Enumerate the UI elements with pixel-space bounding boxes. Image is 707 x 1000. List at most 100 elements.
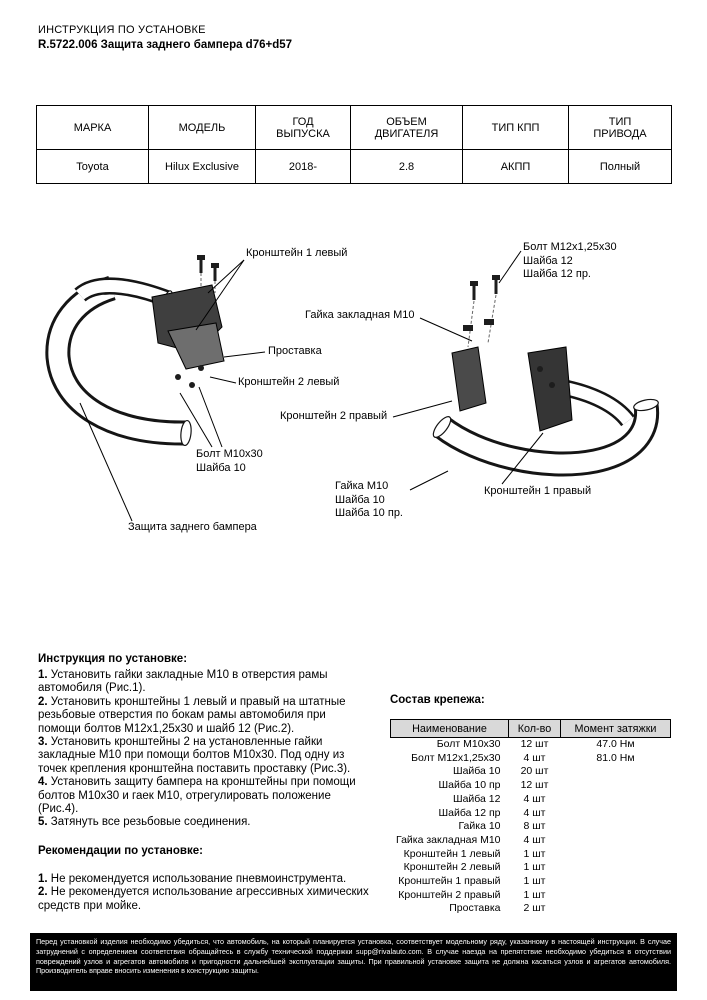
fastener-torque (561, 807, 671, 821)
diagram-label-bolt-m12-group: Болт М12х1,25х30 Шайба 12 Шайба 12 пр. (523, 241, 617, 280)
fastener-qty: 20 шт (520, 765, 549, 778)
spec-header-drive: ТИП ПРИВОДА (568, 105, 672, 150)
step-number: 5. (38, 816, 48, 829)
recommendation-1: 1. Не рекомендуется использование пневмо… (38, 873, 370, 886)
fasteners-header-name: Наименование (390, 719, 509, 738)
instructions-title: Инструкция по установке: (38, 653, 188, 665)
table-row: Кронштейн 2 левый 1 шт (391, 861, 671, 875)
right-assembly-drawing (432, 275, 660, 477)
recommendation-2: 2. Не рекомендуется использование агресс… (38, 886, 370, 913)
left-assembly-drawing (45, 255, 225, 447)
fastener-torque (561, 875, 671, 889)
fastener-torque (561, 779, 671, 793)
fastener-qty: 4 шт (523, 806, 546, 819)
step-number: 4. (38, 776, 48, 789)
spec-header-row: МАРКА МОДЕЛЬ ГОД ВЫПУСКА ОБЪЕМ ДВИГАТЕЛЯ… (36, 105, 672, 150)
fastener-torque (561, 848, 671, 862)
fastener-qty: 12 шт (520, 738, 549, 750)
fastener-torque (561, 765, 671, 779)
fastener-name: Болт М10х30 (436, 738, 501, 750)
fastener-qty: 4 шт (523, 751, 546, 764)
step-number: 2. (38, 695, 48, 708)
step-number: 1. (38, 669, 48, 681)
fastener-torque (561, 820, 671, 834)
fastener-torque: 47.0 Нм (596, 738, 635, 750)
spec-header-year: ГОД ВЫПУСКА (255, 105, 351, 150)
fastener-torque (561, 861, 671, 875)
diagram-label-nut-m10-group: Гайка М10 Шайба 10 Шайба 10 пр. (335, 480, 403, 519)
diagram-label-bracket-2-right: Кронштейн 2 правый (280, 410, 388, 422)
fastener-qty: 1 шт (523, 875, 546, 888)
assembly-drawing (45, 250, 660, 522)
fastener-torque (561, 834, 671, 848)
document-title: ИНСТРУКЦИЯ ПО УСТАНОВКЕ (38, 24, 206, 36)
fastener-name: Кронштейн 1 правый (398, 875, 501, 888)
instruction-step-4: 4. Установить защиту бампера на кронштей… (38, 776, 370, 816)
fastener-name: Шайба 10 (452, 765, 501, 778)
fastener-qty: 1 шт (523, 861, 546, 874)
spec-header-gearbox: ТИП КПП (462, 105, 569, 150)
rec-text: Не рекомендуется использование пневмоинс… (50, 872, 347, 885)
spec-value-engine: 2.8 (350, 149, 463, 184)
fastener-name: Шайба 12 пр (438, 806, 501, 819)
fasteners-table: Наименование Кол-во Момент затяжки Болт … (390, 719, 671, 916)
instructions-section: Инструкция по установке: 1. Установить г… (38, 653, 370, 913)
fastener-qty: 4 шт (523, 833, 546, 846)
step-text: Установить кронштейны 2 на установленные… (38, 736, 351, 775)
table-row: Шайба 12 пр 4 шт (391, 807, 671, 821)
table-row: Шайба 10 20 шт (391, 765, 671, 779)
recommendations-title: Рекомендации по установке: (38, 844, 203, 857)
spec-value-drive: Полный (568, 149, 672, 184)
instruction-step-5: 5. Затянуть все резьбовые соединения. (38, 816, 370, 829)
table-row: Болт М10х30 12 шт 47.0 Нм (391, 738, 671, 752)
step-text: Затянуть все резьбовые соединения. (50, 816, 251, 829)
recommendations-section: Рекомендации по установке: 1. Не рекомен… (38, 845, 370, 913)
rec-number: 1. (38, 872, 48, 885)
fastener-name: Кронштейн 2 правый (398, 888, 501, 901)
diagram-label-guard: Защита заднего бампера (128, 521, 257, 533)
fastener-name: Гайка 10 (458, 820, 501, 833)
spec-header-marka: МАРКА (36, 105, 149, 150)
step-number: 3. (38, 736, 48, 749)
fastener-name: Болт М12х1,25х30 (411, 751, 501, 764)
vehicle-spec-table: МАРКА МОДЕЛЬ ГОД ВЫПУСКА ОБЪЕМ ДВИГАТЕЛЯ… (36, 105, 672, 184)
spec-value-gearbox: АКПП (462, 149, 569, 184)
diagram-label-spacer: Проставка (268, 345, 322, 357)
instruction-step-1: 1. Установить гайки закладные М10 в отве… (38, 669, 370, 696)
fastener-name: Гайка закладная М10 (395, 833, 501, 846)
fasteners-title: Состав крепежа: (390, 694, 485, 706)
table-row: Гайка закладная М10 4 шт (391, 834, 671, 848)
table-row: Болт М12х1,25х30 4 шт 81.0 Нм (391, 752, 671, 766)
spec-header-model: МОДЕЛЬ (148, 105, 256, 150)
fastener-torque (561, 889, 671, 903)
fastener-torque (561, 793, 671, 807)
fastener-torque: 81.0 Нм (596, 751, 635, 764)
spec-value-year: 2018- (255, 149, 351, 184)
fastener-qty: 4 шт (523, 792, 546, 805)
fasteners-header-qty: Кол-во (508, 719, 561, 738)
diagram-label-bracket-1-left: Кронштейн 1 левый (246, 247, 348, 259)
footer-disclaimer: Перед установкой изделия необходимо убед… (30, 933, 677, 991)
callout-lines (79, 250, 544, 522)
fastener-name: Кронштейн 2 левый (403, 861, 501, 874)
fastener-name: Шайба 12 (452, 792, 501, 805)
fastener-qty: 12 шт (520, 779, 549, 792)
step-text: Установить защиту бампера на кронштейны … (38, 776, 356, 816)
fastener-torque (561, 902, 671, 916)
spec-data-row: Toyota Hilux Exclusive 2018- 2.8 АКПП По… (36, 149, 672, 184)
spec-header-engine: ОБЪЕМ ДВИГАТЕЛЯ (350, 105, 463, 150)
instruction-step-2: 2. Установить кронштейны 1 левый и правы… (38, 696, 370, 736)
spec-value-model: Hilux Exclusive (148, 149, 256, 184)
table-row: Кронштейн 1 правый 1 шт (391, 875, 671, 889)
diagram-label-nut-insert-m10: Гайка закладная М10 (305, 309, 415, 321)
diagram-label-bracket-2-left: Кронштейн 2 левый (238, 376, 340, 388)
step-text: Установить гайки закладные М10 в отверст… (38, 669, 328, 695)
rec-number: 2. (38, 886, 48, 899)
fasteners-header-row: Наименование Кол-во Момент затяжки (390, 719, 671, 738)
